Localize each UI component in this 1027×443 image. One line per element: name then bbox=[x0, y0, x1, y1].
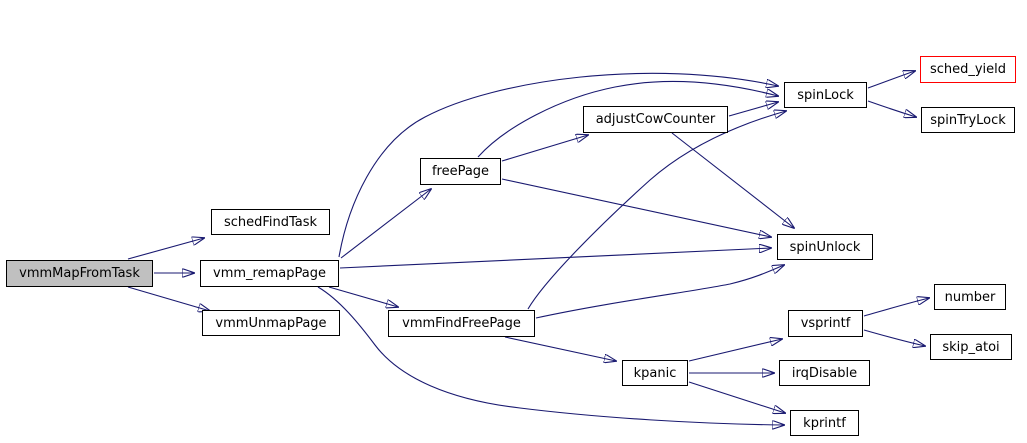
node-schedFindTask[interactable]: schedFindTask bbox=[211, 209, 330, 235]
node-vmmFindFreePage[interactable]: vmmFindFreePage bbox=[388, 310, 535, 337]
node-kprintf[interactable]: kprintf bbox=[790, 410, 859, 436]
edge-vsprintf-skip_atoi bbox=[863, 329, 925, 346]
edge-kpanic-kprintf bbox=[688, 381, 785, 413]
node-vmm_remapPage[interactable]: vmm_remapPage bbox=[200, 260, 339, 287]
edge-vmm_remapPage-spinUnlock bbox=[339, 248, 771, 269]
edge-vmmFindFreePage-spinUnlock bbox=[535, 265, 784, 319]
node-kpanic[interactable]: kpanic bbox=[622, 360, 688, 386]
node-vsprintf[interactable]: vsprintf bbox=[788, 310, 863, 337]
node-number[interactable]: number bbox=[934, 284, 1006, 310]
edge-vmmMapFromTask-vmmUnmapPage bbox=[127, 286, 210, 311]
edge-spinLock-spinTryLock bbox=[867, 100, 916, 117]
edge-kpanic-vsprintf bbox=[688, 339, 782, 362]
edge-vmm_remapPage-vmmFindFreePage bbox=[328, 286, 398, 307]
node-spinLock[interactable]: spinLock bbox=[784, 82, 867, 108]
node-vmmUnmapPage[interactable]: vmmUnmapPage bbox=[202, 310, 340, 336]
edge-vmm_remapPage-spinLock bbox=[338, 72, 778, 258]
edge-adjustCowCounter-spinLock bbox=[728, 102, 778, 117]
edge-vmmFindFreePage-spinLock bbox=[527, 111, 786, 310]
node-spinTryLock[interactable]: spinTryLock bbox=[921, 107, 1015, 133]
edge-spinLock-sched_yield bbox=[867, 71, 915, 89]
node-irqDisable[interactable]: irqDisable bbox=[779, 360, 870, 386]
node-skip_atoi[interactable]: skip_atoi bbox=[930, 334, 1012, 360]
node-spinUnlock[interactable]: spinUnlock bbox=[777, 234, 873, 260]
edge-adjustCowCounter-spinUnlock bbox=[671, 132, 794, 228]
edge-freePage-spinUnlock bbox=[501, 178, 771, 237]
edge-freePage-spinLock bbox=[477, 80, 778, 158]
edge-vsprintf-number bbox=[863, 298, 929, 317]
node-sched_yield[interactable]: sched_yield bbox=[920, 56, 1016, 83]
edge-vmm_remapPage-freePage bbox=[340, 189, 431, 259]
edge-vmmFindFreePage-kpanic bbox=[504, 336, 616, 361]
edge-vmmMapFromTask-schedFindTask bbox=[127, 238, 204, 260]
edge-freePage-adjustCowCounter bbox=[501, 135, 588, 162]
node-freePage[interactable]: freePage bbox=[420, 158, 501, 185]
edge-vmm_remapPage-kprintf bbox=[317, 286, 784, 425]
node-vmmMapFromTask: vmmMapFromTask bbox=[6, 260, 153, 287]
node-adjustCowCounter[interactable]: adjustCowCounter bbox=[583, 106, 728, 133]
